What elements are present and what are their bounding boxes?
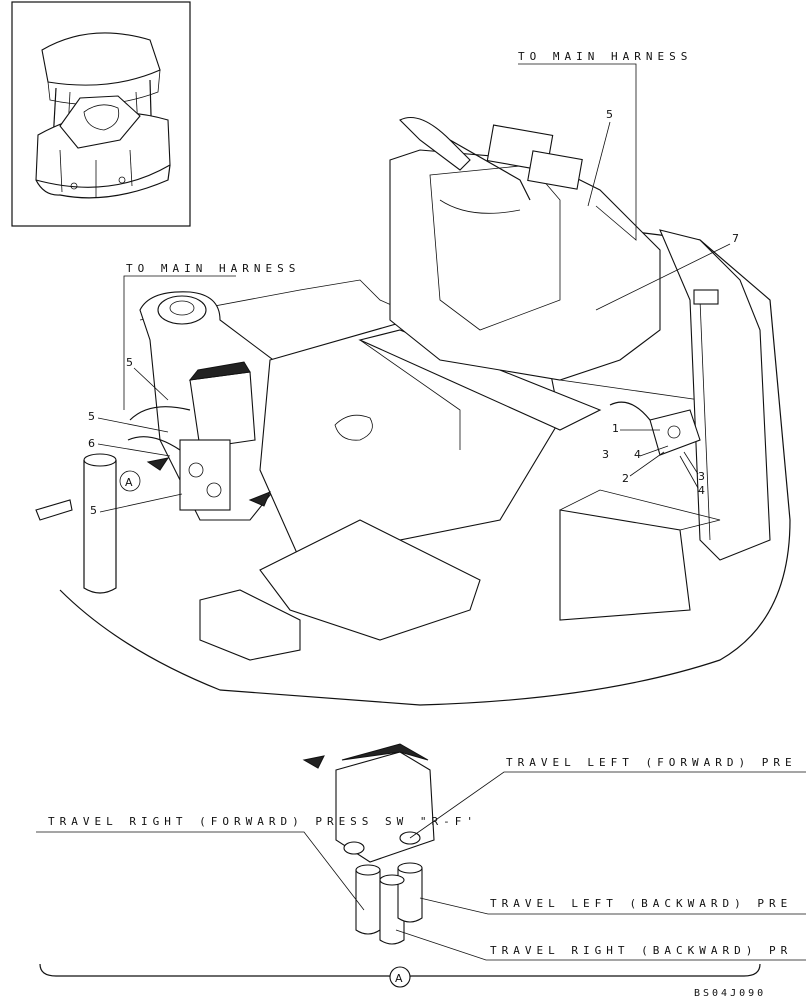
detail-view-arrow [302, 755, 325, 769]
main-view [35, 116, 791, 706]
lower-left-plate [199, 589, 301, 661]
upper-frame-outline [59, 229, 791, 706]
view-arrow-1 [146, 457, 170, 471]
callout-1: 1 [612, 422, 619, 435]
boom-pin-boss [157, 295, 207, 325]
travel-right-forward-label: TRAVEL RIGHT (FORWARD) PRESS SW "R-F' [48, 815, 478, 828]
drawing-code: BS04J090 [694, 988, 766, 999]
callout-4-left: 4 [634, 448, 641, 461]
detail-marker-circle [389, 966, 411, 988]
battery-box [559, 509, 691, 621]
travel-left-backward-label: TRAVEL LEFT (BACKWARD) PRE [490, 897, 792, 910]
lower-center-plate [259, 519, 481, 641]
pressure-switch-right [609, 401, 701, 456]
frame-hole [334, 414, 373, 441]
locator-inset [11, 1, 191, 227]
detail-fittings [355, 862, 423, 945]
detail-view-a: TRAVEL LEFT (FORWARD) PRE TRAVEL RIGHT (… [36, 743, 806, 988]
callout-7: 7 [732, 232, 739, 245]
callout-4-right: 4 [698, 484, 705, 497]
view-arrow-2 [248, 491, 271, 507]
left-harness-callout: TO MAIN HARNESS [123, 262, 300, 410]
callout-3-right: 3 [698, 470, 705, 483]
to-main-harness-label-left: TO MAIN HARNESS [126, 262, 300, 275]
cross-beam [358, 329, 602, 431]
pillar-bracket [693, 289, 719, 305]
top-harness-callout: TO MAIN HARNESS [518, 50, 692, 241]
detail-marker-main-label: A [125, 476, 133, 489]
callout-5-left-lower: 5 [90, 504, 97, 517]
callout-3-left: 3 [602, 448, 609, 461]
travel-left-forward-label: TRAVEL LEFT (FORWARD) PRE [506, 756, 797, 769]
left-post [83, 453, 117, 594]
inset-frame [11, 1, 191, 227]
callout-5-top: 5 [606, 108, 613, 121]
callout-2: 2 [622, 472, 629, 485]
detail-marker-detail-label: A [395, 972, 403, 985]
machine-thumbnail [35, 32, 171, 199]
left-bracket [35, 499, 73, 521]
control-lever [399, 116, 471, 171]
to-main-harness-label-top: TO MAIN HARNESS [518, 50, 692, 63]
travel-right-backward-label: TRAVEL RIGHT (BACKWARD) PR [490, 944, 792, 957]
callout-5-left-mid: 5 [88, 410, 95, 423]
detail-marker-main: A [119, 470, 141, 492]
callout-5-left-upper: 5 [126, 356, 133, 369]
frame-rear-edge [139, 279, 701, 401]
right-pillar [659, 229, 771, 561]
left-valve-assembly [127, 361, 256, 511]
callout-6: 6 [88, 437, 95, 450]
